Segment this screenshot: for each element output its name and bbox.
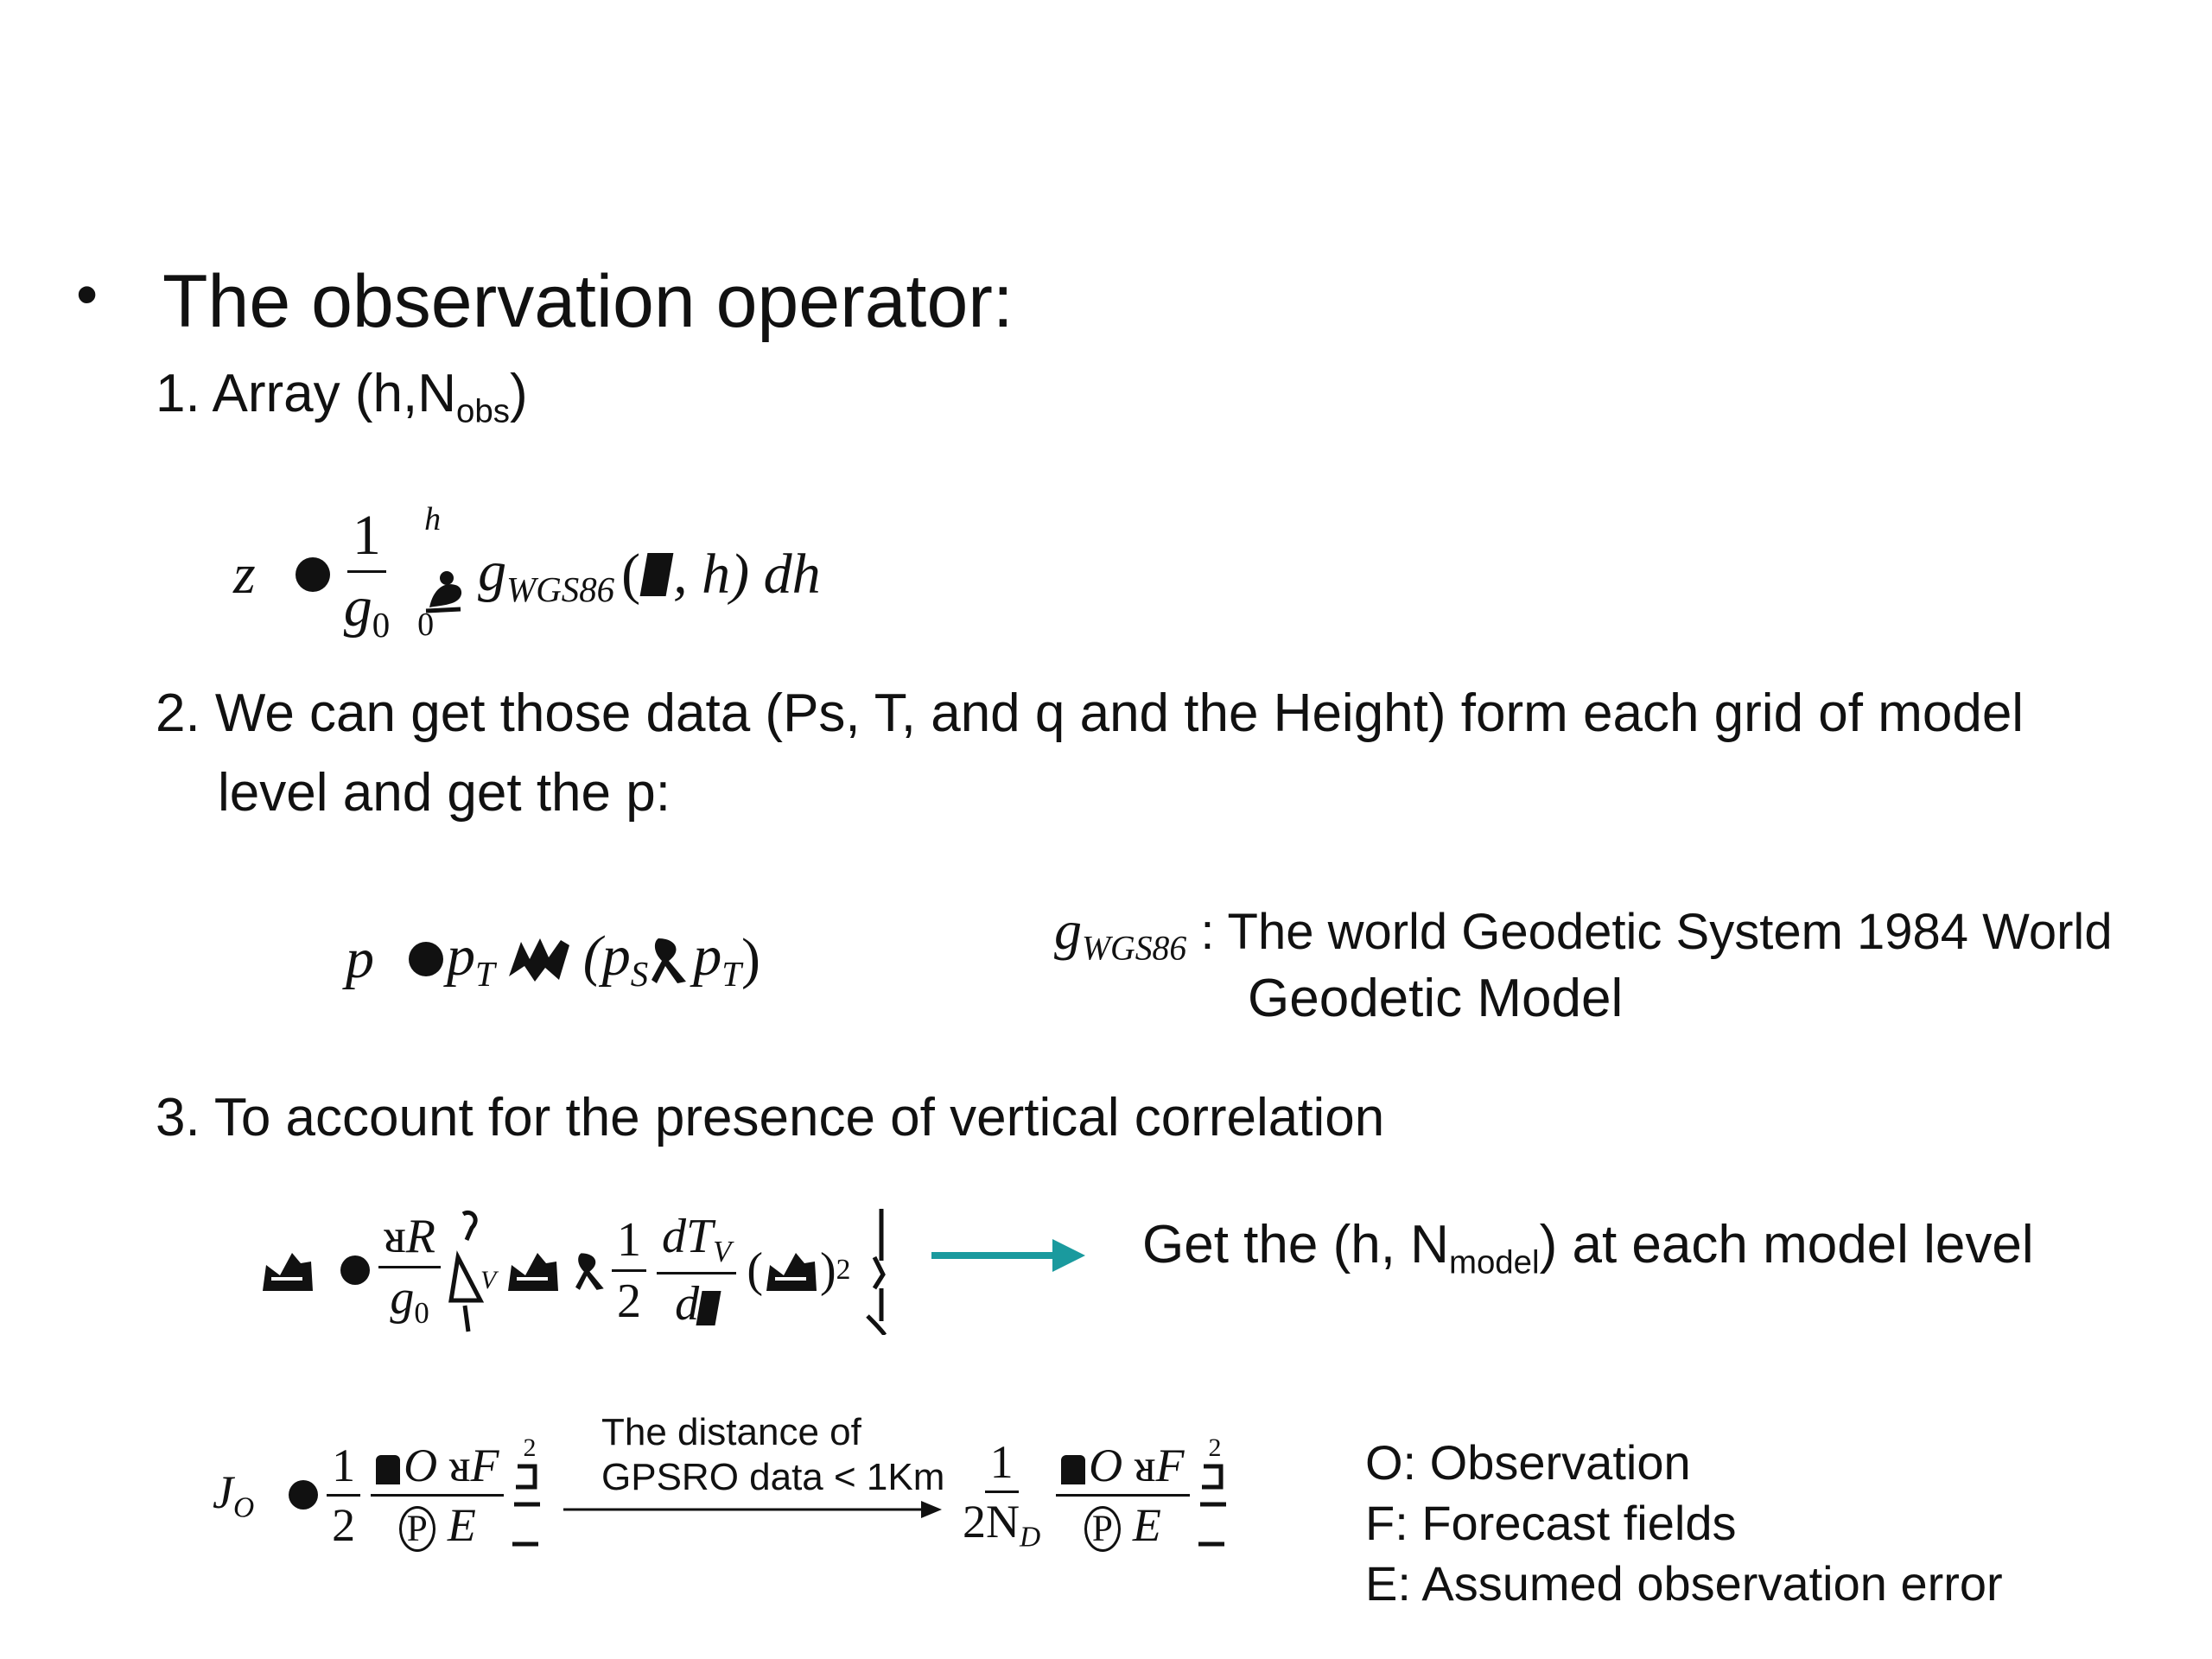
equation-vertical-correlation: ᴚR g0 V 1 2 dTV d ( )2 bbox=[259, 1201, 897, 1339]
eq4-right-exponent: 2 bbox=[1208, 1433, 1222, 1462]
eq1-numerator: 1 bbox=[346, 503, 386, 574]
distance-arrow-icon bbox=[563, 1501, 942, 1518]
equals-dot-icon bbox=[289, 1480, 319, 1510]
right-brace-icon bbox=[866, 1209, 887, 1335]
item-2-line-2: level and get the p: bbox=[218, 763, 671, 823]
equals-dot-icon bbox=[409, 942, 443, 976]
eq1-lower-limit: 0 bbox=[417, 607, 435, 643]
item-3: 3. To account for the presence of vertic… bbox=[156, 1088, 1385, 1147]
eq4-bracket-right: 2 bbox=[509, 1430, 543, 1560]
minus-ribbon-icon bbox=[652, 938, 687, 983]
result-subscript: model bbox=[1448, 1243, 1540, 1281]
eq3-half: 1 2 bbox=[611, 1212, 646, 1329]
item-1-suffix: ) bbox=[509, 364, 528, 423]
tv-bracket-icon bbox=[448, 1211, 485, 1332]
right-bracket-icon bbox=[1198, 1464, 1226, 1547]
eq3-half-num: 1 bbox=[611, 1212, 646, 1272]
legend-observation: O: Observation bbox=[1365, 1435, 1691, 1490]
bracket-glyph-icon bbox=[1061, 1455, 1086, 1485]
eq4-right-o-minus-f: O ᴚF bbox=[1056, 1439, 1190, 1497]
eq1-lhs: z bbox=[233, 543, 256, 606]
integral-icon: h 0 bbox=[417, 501, 478, 644]
result-suffix: ) at each model level bbox=[1539, 1215, 2034, 1274]
result-text: Get the (h, Nmodel) at each model level bbox=[1142, 1214, 2034, 1281]
delta-h-icon bbox=[507, 1253, 558, 1291]
sigma-symbol-icon bbox=[508, 938, 569, 982]
eq3-dtv-den: d bbox=[670, 1274, 723, 1332]
eq4-exponent: 2 bbox=[523, 1433, 537, 1462]
g-wgs86-desc-line-1: : The world Geodetic System 1984 World bbox=[1186, 904, 2113, 960]
eq1-denominator: g0 bbox=[343, 575, 391, 645]
eq2-lhs: p bbox=[346, 927, 374, 990]
distance-note-line-1: The distance of bbox=[601, 1411, 861, 1453]
eq3-paren-close: ) bbox=[820, 1243, 836, 1297]
eq4-half: 1 2 bbox=[327, 1439, 361, 1552]
eq4-lhs: JO bbox=[213, 1465, 255, 1524]
item-1: 1. Array (h,Nobs) bbox=[156, 363, 528, 430]
eq2-pt2: pT bbox=[693, 924, 741, 995]
g-wgs86-desc-line-2: Geodetic Model bbox=[1248, 969, 1624, 1028]
result-arrow-icon bbox=[931, 1239, 1085, 1272]
eq4-half-num: 1 bbox=[327, 1439, 361, 1497]
bracket-glyph-icon bbox=[376, 1455, 401, 1485]
eq2-close: ) bbox=[741, 927, 760, 990]
equals-dot-icon bbox=[295, 557, 330, 592]
delta-h-small-icon bbox=[696, 1290, 721, 1325]
eq4-right-coeff: 1 2ND bbox=[957, 1435, 1046, 1554]
eq3-paren-open: ( bbox=[747, 1243, 764, 1297]
eq4-half-den: 2 bbox=[332, 1498, 356, 1551]
eq4-right-bracket: 2 bbox=[1195, 1430, 1230, 1560]
delta-h-icon bbox=[766, 1253, 817, 1291]
legend-forecast: F: Forecast fields bbox=[1365, 1496, 1737, 1550]
equation-height: z 1 g0 h 0 gWGS86 ( , h) dh bbox=[233, 488, 821, 661]
item-1-subscript: obs bbox=[456, 392, 510, 430]
eq2-open: (pS bbox=[582, 924, 649, 995]
eq4-o-minus-f: O ᴚF bbox=[371, 1439, 505, 1497]
eq2-pt: pT bbox=[447, 924, 495, 995]
legend-error: E: Assumed observation error bbox=[1365, 1556, 2003, 1611]
eq4-right-coeff-num: 1 bbox=[984, 1435, 1019, 1494]
eq3-denominator: g0 bbox=[390, 1271, 429, 1331]
g-wgs86-note: gWGS86 : The world Geodetic System 1984 … bbox=[1054, 899, 2113, 969]
slide-title: The observation operator: bbox=[162, 260, 1014, 343]
item-1-prefix: 1. Array (h,N bbox=[156, 364, 456, 423]
right-bracket-icon bbox=[512, 1464, 541, 1547]
minus-ribbon-icon bbox=[575, 1253, 604, 1290]
eq3-half-den: 2 bbox=[616, 1274, 641, 1328]
eq1-args-open: ( bbox=[621, 543, 641, 606]
eq4-right-coeff-den: 2ND bbox=[963, 1496, 1041, 1554]
eq3-dtv-num: dTV bbox=[656, 1209, 737, 1274]
eq3-r-over-g: ᴚR g0 bbox=[378, 1209, 441, 1331]
eq1-fraction: 1 g0 bbox=[339, 503, 395, 645]
item-2-line-1: 2. We can get those data (Ps, T, and q a… bbox=[156, 683, 2024, 743]
eq3-numerator: ᴚR bbox=[378, 1209, 441, 1269]
eq3-v-sub: V bbox=[480, 1266, 497, 1294]
delta-h-icon bbox=[263, 1253, 313, 1291]
equals-dot-icon bbox=[340, 1255, 370, 1285]
eq3-dtv-fraction: dTV d bbox=[656, 1209, 737, 1332]
distance-note-line-2: GPSRO data < 1Km bbox=[601, 1456, 945, 1498]
latitude-symbol-icon bbox=[639, 553, 674, 596]
eq3-exponent: 2 bbox=[836, 1254, 851, 1286]
equation-pressure: p pT (pS pT ) bbox=[346, 916, 760, 1002]
g-wgs86-symbol: gWGS86 bbox=[1054, 899, 1187, 968]
result-prefix: Get the (h, N bbox=[1142, 1215, 1449, 1274]
eq1-upper-limit: h bbox=[424, 501, 442, 537]
integral-glyph-icon bbox=[426, 571, 462, 613]
eq1-args-rest: , h) dh bbox=[673, 543, 821, 606]
eq1-g: gWGS86 bbox=[478, 539, 615, 610]
eq3-tv-glyph: V bbox=[446, 1205, 498, 1335]
bullet: • bbox=[76, 260, 99, 329]
